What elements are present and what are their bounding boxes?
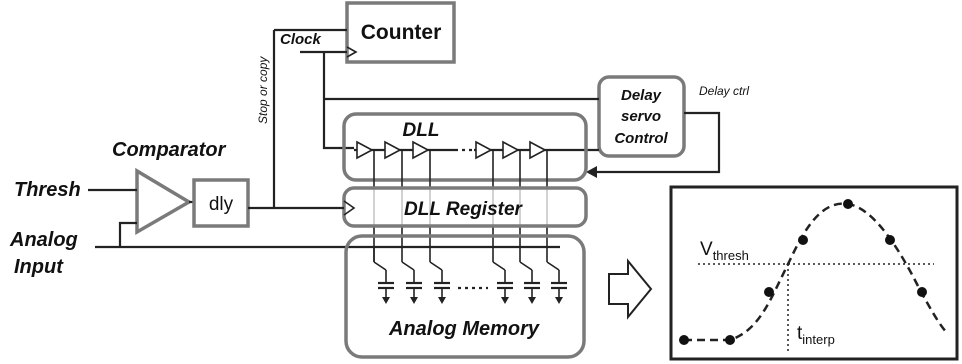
- delay-buffer: [529, 140, 547, 160]
- comparator-symbol: [135, 167, 193, 236]
- analog-memory-label: Analog Memory: [388, 318, 540, 340]
- delay-ctrl-wire: [594, 111, 721, 174]
- sample-point: [917, 287, 927, 297]
- analog-memory-block: [344, 234, 586, 359]
- sample-point: [843, 199, 853, 209]
- t-interp-label: tinterp: [797, 323, 835, 347]
- sample-point: [725, 335, 735, 345]
- dly-label: dly: [209, 194, 234, 215]
- waveform-plot-frame: [669, 185, 959, 361]
- sample-cell: [373, 247, 394, 304]
- sample-point: [885, 235, 895, 245]
- dll-register-label: DLL Register: [404, 199, 524, 220]
- sample-points: [679, 199, 927, 345]
- thresh-label: Thresh: [14, 179, 81, 201]
- dll-label: DLL: [403, 120, 440, 141]
- counter-label: Counter: [361, 21, 442, 44]
- sample-cell: [546, 261, 567, 304]
- delay-servo-label-3: Control: [614, 130, 668, 147]
- delay-servo-label-1: Delay: [621, 87, 662, 104]
- delay-buffer: [502, 140, 520, 160]
- register-clock-marker: [343, 200, 356, 216]
- delay-buffer: [356, 140, 374, 160]
- stop-or-copy-label: Stop or copy: [256, 56, 270, 124]
- clock-label: Clock: [280, 31, 322, 48]
- dll-block: [342, 112, 588, 182]
- dll-delay-chain: [354, 140, 548, 160]
- dly-block: [192, 178, 250, 228]
- delay-ctrl-label: Delay ctrl: [699, 84, 749, 98]
- sample-cell: [401, 261, 422, 304]
- analog-to-comparator-wire: [118, 221, 137, 247]
- delay-buffer: [384, 140, 402, 160]
- analog-input-label-2: Input: [14, 256, 64, 278]
- counter-block: [345, 1, 456, 64]
- delay-servo-control-block: [597, 75, 686, 158]
- sampling-cells: [373, 247, 567, 304]
- comparator-label: Comparator: [112, 139, 227, 161]
- delay-buffer: [412, 140, 430, 160]
- output-arrow: [608, 258, 653, 320]
- delay-ctrl-arrowhead: [586, 166, 597, 178]
- v-thresh-label: Vthresh: [700, 239, 749, 263]
- sample-point: [764, 287, 774, 297]
- counter-clock-input-marker: [346, 46, 358, 58]
- delay-buffer: [475, 140, 493, 160]
- sample-cell: [429, 261, 450, 304]
- sample-cell: [519, 261, 540, 304]
- sample-point: [798, 235, 808, 245]
- delay-servo-label-2: servo: [621, 108, 661, 125]
- sample-point: [679, 335, 689, 345]
- sample-cell: [492, 261, 513, 304]
- analog-input-label-1: Analog: [9, 229, 78, 251]
